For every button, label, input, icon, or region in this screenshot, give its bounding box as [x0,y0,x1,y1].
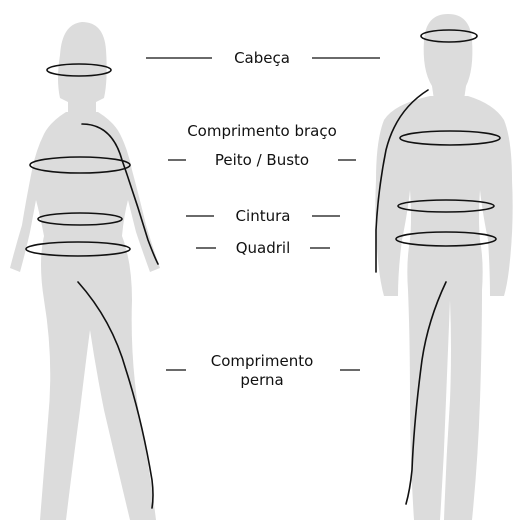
female-bust-ring [29,156,131,174]
label-hip: Quadril [236,239,291,257]
male-waist-ring [397,199,495,213]
female-head-ring [46,63,112,77]
female-waist-ring [37,212,123,226]
male-leg-line [405,281,447,505]
female-hip-ring [25,241,131,257]
label-waist: Cintura [236,207,291,225]
label-leg-length-line1: Comprimento [211,352,314,370]
female-figure [10,22,160,520]
male-hip-ring [395,231,497,247]
male-measure-lines [375,29,501,505]
female-leg-line [77,281,154,509]
male-head-ring [420,29,478,43]
label-head: Cabeça [234,49,290,67]
male-figure [375,14,513,520]
male-head [423,14,473,100]
male-torso [375,96,513,520]
male-arm-line [375,89,429,273]
male-chest-ring [399,130,501,146]
label-arm-length: Comprimento braço [187,122,337,140]
measurement-labels: Cabeça Comprimento braço Peito / Busto C… [146,49,380,389]
female-measure-lines [25,63,159,509]
label-chest-bust: Peito / Busto [215,151,309,169]
female-torso [10,112,160,520]
label-leg-length-line2: perna [240,371,283,389]
female-arm-line [81,123,159,265]
female-head [58,22,107,114]
